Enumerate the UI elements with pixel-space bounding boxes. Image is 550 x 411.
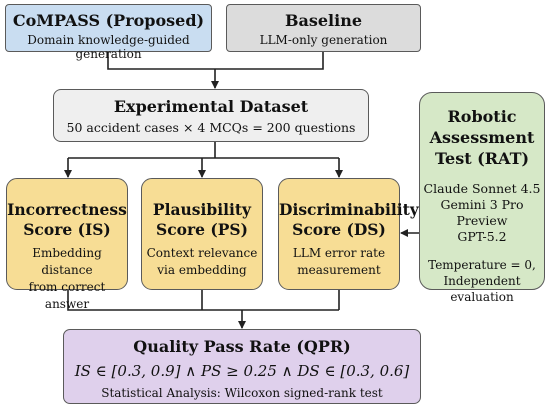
dataset-subtitle: 50 accident cases × 4 MCQs = 200 questio… <box>66 120 356 135</box>
plausibility-desc-line2: via embedding <box>157 263 247 277</box>
compass-subtitle: Domain knowledge-guided generation <box>27 33 190 61</box>
discriminability-title-line1: Discriminability <box>279 200 419 219</box>
baseline-title: Baseline <box>284 11 363 30</box>
dataset-title: Experimental Dataset <box>113 97 309 116</box>
discriminability-desc-line2: measurement <box>297 263 381 277</box>
baseline-box: Baseline LLM-only generation <box>226 4 421 52</box>
qpr-stats: Statistical Analysis: Wilcoxon signed-ra… <box>101 386 383 400</box>
rat-model-list: Claude Sonnet 4.5 Gemini 3 Pro Preview G… <box>420 181 544 245</box>
discriminability-desc: LLM error rate measurement <box>279 245 399 279</box>
incorrectness-title-line2: Score (IS) <box>23 220 111 239</box>
discriminability-title-line2: Score (DS) <box>292 220 386 239</box>
rat-title: Robotic Assessment Test (RAT) <box>420 106 544 169</box>
discriminability-title: Discriminability Score (DS) <box>279 200 419 240</box>
rat-model: Preview <box>456 213 508 228</box>
dataset-branch-connector <box>68 142 339 159</box>
rat-title-line2: Assessment <box>429 128 535 147</box>
incorrectness-score-box: Incorrectness Score (IS) Embedding dista… <box>6 178 128 311</box>
incorrectness-title: Incorrectness Score (IS) <box>7 200 127 240</box>
incorrectness-title-line1: Incorrectness <box>7 200 127 219</box>
plausibility-desc: Context relevance via embedding <box>142 245 262 279</box>
rat-model: Gemini 3 Pro <box>440 197 524 212</box>
incorrectness-desc: Embedding distance from correct answer <box>7 245 127 313</box>
compass-box: CoMPASS (Proposed) Domain knowledge-guid… <box>5 4 212 61</box>
compass-title: CoMPASS (Proposed) <box>12 11 205 30</box>
rat-model: Claude Sonnet 4.5 <box>423 181 541 196</box>
baseline-subtitle: LLM-only generation <box>259 33 388 47</box>
dataset-box: Experimental Dataset 50 accident cases ×… <box>53 89 369 142</box>
discriminability-desc-line1: LLM error rate <box>292 246 386 260</box>
scores-merge-connector <box>67 290 340 311</box>
incorrectness-desc-line1: Embedding distance <box>32 246 102 277</box>
rat-title-line1: Robotic <box>447 107 517 126</box>
rat-config-line2: Independent evaluation <box>443 274 521 304</box>
qpr-formula: IS ∈ [0.3, 0.9] ∧ PS ≥ 0.25 ∧ DS ∈ [0.3,… <box>74 362 410 380</box>
rat-box: Robotic Assessment Test (RAT) Claude Son… <box>419 92 545 304</box>
discriminability-score-box: Discriminability Score (DS) LLM error ra… <box>278 178 419 290</box>
rat-model: GPT-5.2 <box>457 229 507 244</box>
incorrectness-desc-line2: from correct answer <box>28 280 106 311</box>
rat-config: Temperature = 0, Independent evaluation <box>420 257 544 305</box>
rat-title-line3: Test (RAT) <box>434 149 530 168</box>
rat-config-line1: Temperature = 0, <box>428 258 536 272</box>
plausibility-desc-line1: Context relevance <box>146 246 258 260</box>
plausibility-title: Plausibility Score (PS) <box>142 200 262 240</box>
qpr-box: Quality Pass Rate (QPR) IS ∈ [0.3, 0.9] … <box>63 329 421 404</box>
plausibility-title-line2: Score (PS) <box>156 220 248 239</box>
plausibility-title-line1: Plausibility <box>152 200 252 219</box>
plausibility-score-box: Plausibility Score (PS) Context relevanc… <box>141 178 263 290</box>
qpr-title: Quality Pass Rate (QPR) <box>133 337 351 356</box>
